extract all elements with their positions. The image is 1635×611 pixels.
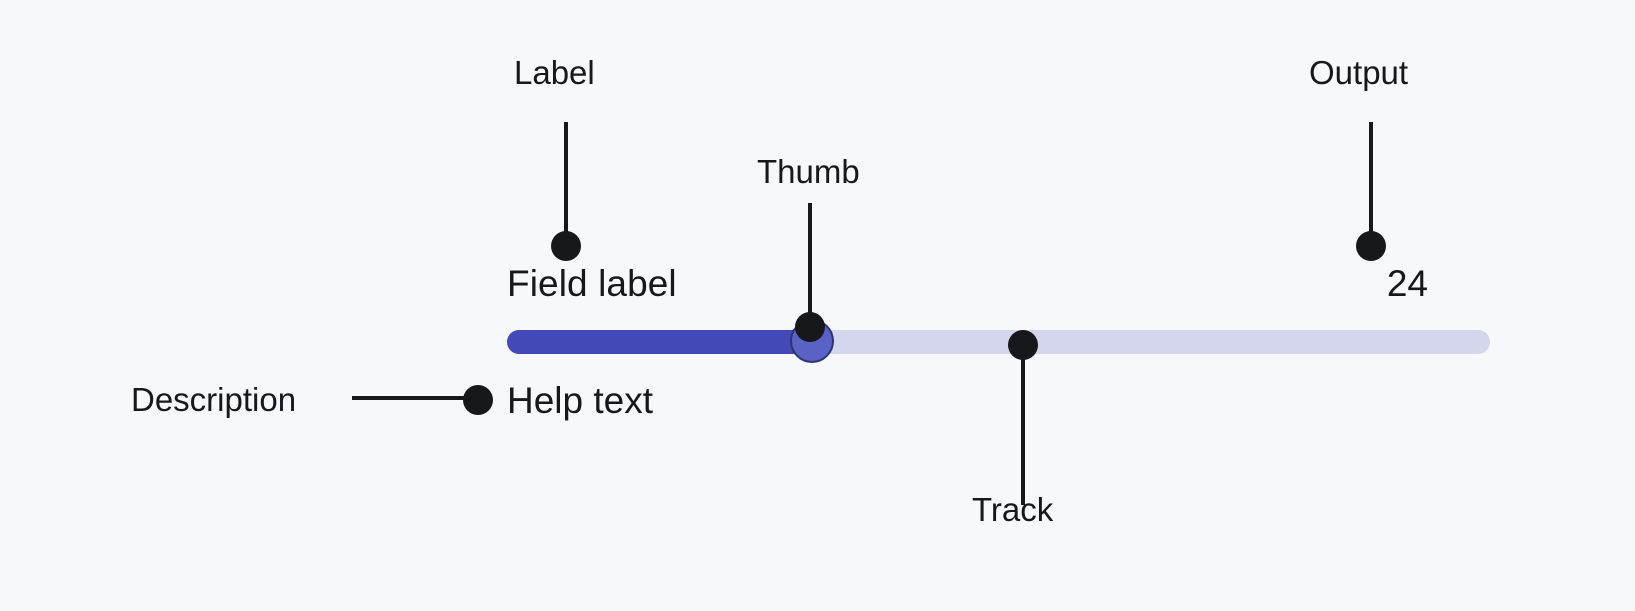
slider-output-value: 24 (1386, 263, 1428, 304)
annotation-label-dot (551, 231, 581, 261)
slider-component[interactable]: Field label 24 Help text (507, 262, 1492, 442)
slider-track[interactable] (507, 330, 1490, 354)
slider-track-fill (507, 330, 812, 354)
slider-help-text: Help text (507, 380, 654, 421)
annotation-label-leader-line (564, 122, 568, 248)
annotation-output-dot (1356, 231, 1386, 261)
annotation-track-label: Track (972, 491, 1054, 528)
annotation-description-leader-line (352, 396, 474, 400)
slider-thumb[interactable] (789, 319, 834, 363)
annotation-output-leader-line (1369, 122, 1373, 248)
annotation-description-dot (463, 385, 493, 415)
annotation-output-label: Output (1309, 54, 1409, 91)
annotation-label-label: Label (514, 54, 595, 91)
annotation-thumb-label: Thumb (757, 153, 860, 190)
annotation-description-label: Description (131, 381, 297, 418)
slider-field-label: Field label (507, 263, 677, 304)
